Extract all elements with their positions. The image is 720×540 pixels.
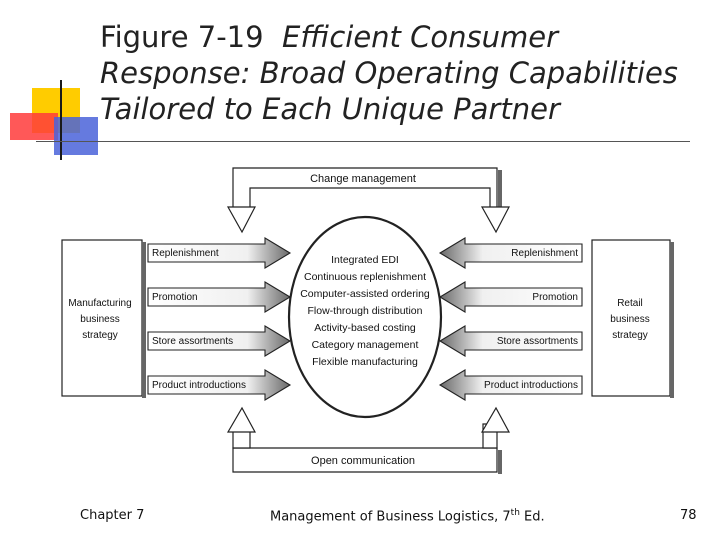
title-italic-3: Tailored to Each Unique Partner	[100, 92, 560, 126]
title-italic-1: Efficient Consumer	[282, 20, 559, 54]
capability-item: Continuous replenishment	[304, 271, 426, 283]
left-box-line-3: strategy	[82, 330, 118, 341]
left-arrow-product-introductions: Product introductions	[147, 369, 292, 401]
open-communication-label: Open communication	[311, 455, 415, 467]
center-capabilities-ellipse: Integrated EDI Continuous replenishment …	[287, 215, 443, 419]
left-arrow-label: Promotion	[152, 292, 198, 303]
left-arrow-promotion: Promotion	[147, 281, 292, 313]
page-number: 78	[680, 508, 697, 523]
change-management-label: Change management	[310, 173, 416, 185]
title-italic-2: Response: Broad Operating Capabilities	[100, 56, 678, 90]
footer-title-end: Ed.	[519, 509, 545, 525]
capability-item: Flexible manufacturing	[312, 356, 418, 368]
capability-item: Computer-assisted ordering	[300, 288, 430, 300]
right-arrow-promotion: Promotion	[438, 281, 583, 313]
capability-item: Category management	[312, 339, 419, 351]
left-arrows: Replenishment Promotion Store assortment…	[147, 237, 292, 401]
right-arrow-label: Product introductions	[484, 380, 578, 391]
footer-book-title: Management of Business Logistics, 7th Ed…	[270, 508, 545, 524]
manufacturing-strategy-box: Manufacturing business strategy	[61, 239, 146, 398]
change-management-band: Change management	[226, 167, 510, 234]
right-arrow-replenishment: Replenishment	[438, 237, 583, 269]
right-arrow-label: Replenishment	[511, 248, 578, 259]
right-arrow-product-introductions: Product introductions	[438, 369, 583, 401]
footer-chapter: Chapter 7	[80, 508, 145, 523]
open-communication-band: Open communication	[226, 406, 511, 474]
right-box-line-2: business	[610, 314, 649, 325]
right-arrows: Replenishment Promotion Store assortment…	[438, 237, 583, 401]
retail-strategy-box: Retail business strategy	[591, 239, 674, 398]
decor-vertical-line	[60, 80, 62, 160]
left-arrow-replenishment: Replenishment	[147, 237, 292, 269]
left-arrow-label: Replenishment	[152, 248, 219, 259]
decor-red-bar	[10, 113, 58, 140]
figure-number: Figure 7-19	[100, 20, 264, 54]
left-box-line-1: Manufacturing	[68, 298, 131, 309]
left-box-line-2: business	[80, 314, 119, 325]
right-box-line-1: Retail	[617, 298, 643, 309]
title-line-1: Figure 7-19 Efficient Consumer	[100, 18, 558, 56]
title-line-2: Response: Broad Operating Capabilities	[100, 54, 678, 92]
right-arrow-store-assortments: Store assortments	[438, 325, 583, 357]
right-arrow-label: Store assortments	[497, 336, 578, 347]
right-box-line-3: strategy	[612, 330, 648, 341]
capability-item: Flow-through distribution	[308, 305, 423, 317]
left-arrow-label: Store assortments	[152, 336, 233, 347]
title-line-3: Tailored to Each Unique Partner	[100, 90, 560, 128]
right-arrow-label: Promotion	[532, 292, 578, 303]
capability-item: Integrated EDI	[331, 254, 399, 266]
title-divider	[36, 141, 690, 142]
left-arrow-store-assortments: Store assortments	[147, 325, 292, 357]
footer-title-main: Management of Business Logistics, 7	[270, 509, 511, 525]
left-arrow-label: Product introductions	[152, 380, 246, 391]
footer-title-sup: th	[510, 508, 520, 518]
capability-item: Activity-based costing	[314, 322, 416, 334]
